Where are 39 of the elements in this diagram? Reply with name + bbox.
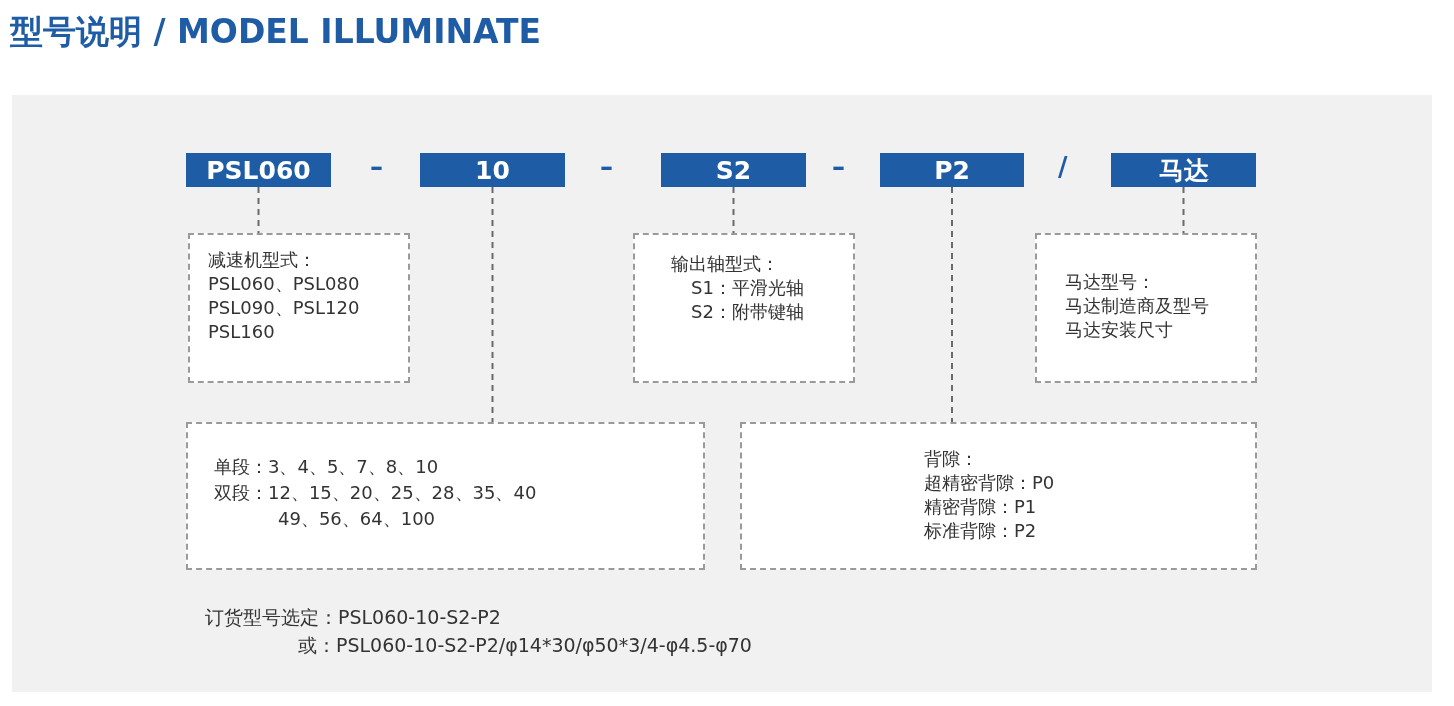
description-text: PSL090、PSL120 <box>208 297 360 319</box>
separator-dash: – <box>600 152 613 182</box>
description-box <box>740 422 1257 570</box>
description-text: 马达型号： <box>1065 271 1155 293</box>
description-box <box>633 233 855 383</box>
description-box <box>188 233 410 383</box>
leader-line <box>951 186 953 423</box>
separator-dash: – <box>370 152 383 182</box>
description-box <box>186 422 705 570</box>
leader-line <box>732 186 735 234</box>
description-text: PSL160 <box>208 321 275 343</box>
separator-slash: / <box>1058 152 1068 182</box>
description-text: 双段：12、15、20、25、28、35、40 <box>214 482 537 504</box>
description-text: 单段：3、4、5、7、8、10 <box>214 456 439 478</box>
code-box: P2 <box>880 153 1024 187</box>
code-box: PSL060 <box>186 153 331 187</box>
leader-line <box>1182 186 1185 234</box>
description-text: PSL060、PSL080 <box>208 273 360 295</box>
description-text: S2：附带键轴 <box>691 301 804 323</box>
code-box: 10 <box>420 153 565 187</box>
title: 型号说明 / MODEL ILLUMINATE <box>10 11 542 53</box>
order-example: 订货型号选定：PSL060-10-S2-P2 <box>205 605 501 630</box>
description-text: 49、56、64、100 <box>278 508 436 530</box>
description-text: 背隙： <box>924 448 978 470</box>
description-text: 精密背隙：P1 <box>924 496 1037 518</box>
leader-line <box>257 186 260 234</box>
separator-dash: – <box>832 152 845 182</box>
description-text: S1：平滑光轴 <box>691 277 804 299</box>
order-example: 或：PSL060-10-S2-P2/φ14*30/φ50*3/4-φ4.5-φ70 <box>298 633 752 658</box>
description-text: 超精密背隙：P0 <box>924 472 1055 494</box>
leader-line <box>491 186 494 423</box>
description-text: 标准背隙：P2 <box>924 520 1037 542</box>
code-box: 马达 <box>1111 153 1256 187</box>
description-text: 输出轴型式： <box>671 253 779 275</box>
description-box <box>1035 233 1257 383</box>
description-text: 马达安装尺寸 <box>1065 319 1173 341</box>
description-text: 减速机型式： <box>208 249 316 271</box>
description-text: 马达制造商及型号 <box>1065 295 1209 317</box>
code-box: S2 <box>661 153 806 187</box>
